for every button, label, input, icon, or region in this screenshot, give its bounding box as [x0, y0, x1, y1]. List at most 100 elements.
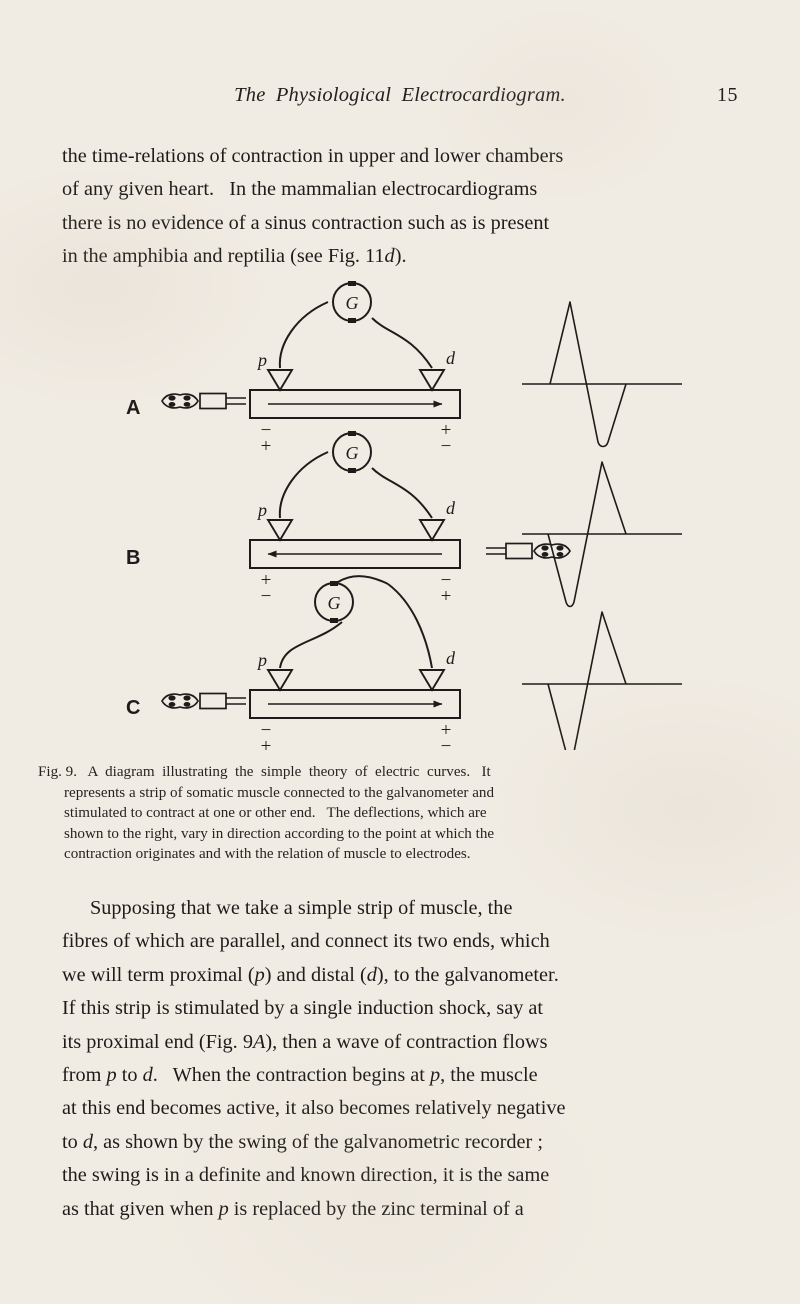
text-line: its proximal end (Fig. 9A), then a wave …: [62, 1026, 738, 1059]
wire-galvanometer-to-d-c: [387, 583, 433, 669]
line-text: of any given heart. In the mammalian ele…: [62, 178, 538, 201]
electrode-label-p-b: p: [256, 500, 267, 520]
line-text: If this strip is stimulated by a single …: [62, 997, 544, 1020]
sign-right-bottom-a: −: [441, 436, 452, 457]
electrode-p-c: [267, 669, 293, 691]
galvanometer-c: G: [314, 581, 354, 623]
line-text: from p to d. When the contraction begins…: [62, 1064, 538, 1087]
line-text: the time-relations of contraction in upp…: [62, 145, 564, 167]
sign-right-top-c: +: [441, 720, 452, 741]
polarity-signs-b: + − − +: [261, 570, 452, 607]
wire-p-to-galvanometer-b: [278, 451, 329, 519]
polarity-signs-a: − + + −: [261, 420, 452, 457]
wire-p-to-galvanometer-c: [279, 621, 343, 669]
galvanometer-label-c: G: [328, 593, 341, 613]
caption-line: Fig. 9. A diagram illustrating the simpl…: [38, 762, 750, 783]
text-line: If this strip is stimulated by a single …: [62, 992, 738, 1025]
wire-galvanometer-to-d-a: [371, 317, 433, 369]
caption-line-text: shown to the right, vary in direction ac…: [64, 825, 495, 842]
text-line: we will term proximal (p) and distal (d)…: [62, 959, 738, 992]
deflection-curve-c: [522, 611, 682, 750]
caption-line: contraction originates and with the rela…: [38, 844, 750, 865]
text-line: fibres of which are parallel, and connec…: [62, 925, 738, 958]
line-text: at this end becomes active, it also beco…: [62, 1097, 566, 1120]
electrode-label-p-a: p: [256, 350, 267, 370]
sign-left-top-b: +: [261, 570, 272, 591]
electrode-d-c: [419, 669, 445, 691]
line-text: in the amphibia and reptilia (see Fig. 1…: [62, 245, 407, 268]
wire-p-to-galvanometer-a: [278, 301, 329, 369]
caption-line: stimulated to contract at one or other e…: [38, 803, 750, 824]
galvanometer-label-a: G: [346, 293, 359, 313]
text-line: the time-relations of contraction in upp…: [62, 140, 738, 173]
text-line: as that given when p is replaced by the …: [62, 1193, 738, 1226]
deflection-curve-b: [522, 461, 682, 608]
page-number: 15: [717, 84, 738, 106]
electrode-label-d-c: d: [446, 648, 456, 668]
caption-line-text: represents a strip of somatic muscle con…: [64, 784, 495, 801]
stimulator-symbol-a: [161, 392, 247, 410]
electrode-p-a: [267, 369, 293, 391]
text-line: there is no evidence of a sinus contract…: [62, 207, 738, 240]
electrode-d-b: [419, 519, 445, 541]
line-text: we will term proximal (p) and distal (d)…: [62, 963, 559, 986]
line-text: its proximal end (Fig. 9A), then a wave …: [62, 1030, 548, 1053]
electrode-p-b: [267, 519, 293, 541]
caption-line-text: stimulated to contract at one or other e…: [64, 805, 487, 822]
figure-panel-a: A p d: [126, 281, 461, 457]
galvanometer-label-b: G: [346, 443, 359, 463]
deflection-curve-a: [522, 301, 682, 448]
electrode-label-d-b: d: [446, 498, 456, 518]
paragraph-bottom: Supposing that we take a simple strip of…: [62, 892, 738, 1226]
electrode-d-a: [419, 369, 445, 391]
text-line: from p to d. When the contraction begins…: [62, 1059, 738, 1092]
sign-left-top-a: −: [261, 420, 272, 441]
sign-right-top-b: −: [441, 570, 452, 591]
panel-letter-b: B: [126, 547, 140, 569]
sign-right-bottom-c: −: [441, 736, 452, 750]
sign-left-bottom-b: −: [261, 586, 272, 607]
text-line: to d, as shown by the swing of the galva…: [62, 1126, 738, 1159]
figure-panel-b: B p d G: [126, 431, 571, 607]
paragraph-top: the time-relations of contraction in upp…: [62, 140, 738, 274]
running-head: The Physiological Electrocardiogram. 15: [62, 84, 738, 107]
muscle-strip-b: [249, 539, 461, 569]
figure-9: A p d: [120, 272, 740, 750]
text-line: Supposing that we take a simple strip of…: [62, 892, 738, 925]
galvanometer-b: G: [332, 431, 372, 473]
curve-trace-b: [547, 461, 627, 608]
line-text: fibres of which are parallel, and connec…: [62, 930, 550, 953]
polarity-signs-c: − + + −: [261, 720, 452, 750]
text-line: of any given heart. In the mammalian ele…: [62, 173, 738, 206]
curve-trace-a: [549, 301, 627, 448]
line-text: to d, as shown by the swing of the galva…: [62, 1130, 544, 1153]
sign-left-bottom-a: +: [261, 436, 272, 457]
stimulator-symbol-b: [485, 542, 571, 560]
running-head-title: The Physiological Electrocardiogram.: [234, 84, 566, 106]
text-line: at this end becomes active, it also beco…: [62, 1092, 738, 1125]
line-text: as that given when p is replaced by the …: [62, 1197, 524, 1220]
text-line: in the amphibia and reptilia (see Fig. 1…: [62, 240, 738, 273]
wire-galvanometer-to-d-b: [371, 467, 433, 519]
stimulator-symbol-c: [161, 692, 247, 710]
sign-left-bottom-c: +: [261, 736, 272, 750]
figure-panel-c: C p d: [126, 575, 461, 750]
sign-left-top-c: −: [261, 720, 272, 741]
figure-caption: Fig. 9. A diagram illustrating the simpl…: [38, 762, 750, 865]
line-text: there is no evidence of a sinus contract…: [62, 211, 550, 234]
sign-right-top-a: +: [441, 420, 452, 441]
muscle-strip-a: [249, 389, 461, 419]
caption-line: shown to the right, vary in direction ac…: [38, 824, 750, 845]
panel-letter-a: A: [126, 397, 140, 419]
muscle-strip-c: [249, 689, 461, 719]
electrode-label-d-a: d: [446, 348, 456, 368]
caption-line: represents a strip of somatic muscle con…: [38, 783, 750, 804]
line-text: Supposing that we take a simple strip of…: [90, 897, 513, 919]
caption-line-text: Fig. 9. A diagram illustrating the simpl…: [38, 764, 491, 780]
text-line: the swing is in a definite and known dir…: [62, 1159, 738, 1192]
panel-letter-c: C: [126, 697, 140, 719]
wire-galvanometer-top-link-c: [337, 575, 389, 585]
caption-line-text: contraction originates and with the rela…: [64, 846, 471, 863]
curve-trace-c: [547, 611, 627, 750]
